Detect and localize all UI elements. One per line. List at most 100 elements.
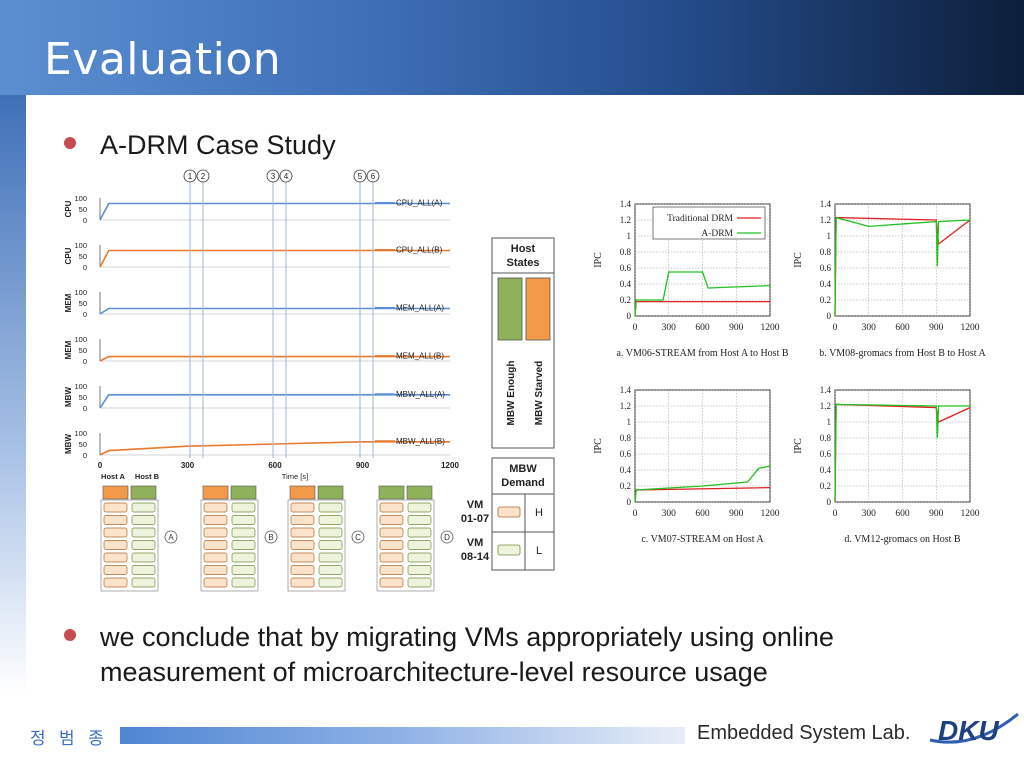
y-tick-label: 0	[827, 311, 832, 321]
x-tick-label: 900	[729, 509, 744, 519]
x-tick-label: 300	[662, 323, 677, 333]
vm-slot-high	[103, 540, 128, 550]
x-tick-label: 600	[268, 461, 282, 470]
logo-text: DKU	[938, 715, 999, 746]
y-tick-label: 0.4	[820, 279, 832, 289]
host-a-state	[102, 485, 129, 500]
bullet-text: A-DRM Case Study	[100, 130, 336, 160]
x-tick-label: 1200	[761, 509, 780, 519]
marker-circle-icon	[183, 169, 197, 183]
y-tick-label: 0	[627, 311, 632, 321]
vm-slot-high	[290, 502, 315, 513]
y-tick-label: 0.8	[820, 433, 832, 443]
vm-slot-low	[231, 552, 256, 563]
host-frame	[200, 499, 259, 592]
y-axis-label: IPC	[593, 438, 604, 454]
vm-slot-low	[318, 515, 343, 525]
vm-slot-high	[290, 552, 315, 563]
y-tick-label: 1.2	[820, 215, 831, 225]
host-frame	[287, 499, 346, 592]
x-tick-label: 0	[833, 323, 838, 333]
host-label: Host B	[135, 472, 160, 481]
y-axis-label: IPC	[593, 252, 604, 268]
host-frame	[100, 499, 159, 592]
host-states-title: States	[506, 257, 539, 269]
series-label: MEM_ALL(A)	[396, 304, 444, 313]
y-tick-label: 50	[79, 440, 87, 449]
series-line	[99, 307, 450, 315]
phase-circle-icon	[351, 530, 365, 544]
host-state-label: MBW Enough	[506, 361, 517, 426]
footer-author: 정 범 종	[30, 729, 108, 749]
vm-slot-low	[318, 565, 343, 575]
mbw-starved-swatch	[525, 277, 551, 341]
y-tick-label: 0	[83, 263, 87, 272]
y-tick-label: 0.4	[620, 279, 632, 289]
y-tick-label: 0.2	[820, 481, 831, 491]
vm-slot-low	[131, 577, 156, 588]
y-tick-label: 50	[79, 346, 87, 355]
series-line	[99, 202, 450, 221]
x-tick-label: 600	[895, 323, 910, 333]
x-tick-label: 300	[862, 509, 877, 519]
vm-slot-high	[203, 565, 228, 575]
marker-circle-icon	[366, 169, 380, 183]
vm-slot-high	[203, 527, 228, 538]
host-label: Host A	[101, 472, 125, 481]
y-tick-label: 50	[79, 252, 87, 261]
panel-ylabel: MEM	[64, 340, 73, 359]
series-line	[99, 440, 450, 456]
phase-label: D	[444, 533, 450, 542]
vm-slot-low	[318, 577, 343, 588]
y-tick-label: 50	[79, 205, 87, 214]
bullet-item: we conclude that by migrating VMs approp…	[64, 620, 920, 690]
phase-circle-icon	[440, 530, 454, 544]
vm-group-label: VM	[467, 537, 484, 549]
vm-slot-high	[103, 502, 128, 513]
y-tick-label: 50	[79, 393, 87, 402]
vm-slot-low	[131, 552, 156, 563]
side-accent-bar	[0, 95, 26, 695]
series-label: MEM_ALL(B)	[396, 352, 444, 361]
case-study-figure: CPU100500CPU_ALL(A)CPU100500CPU_ALL(B)ME…	[64, 169, 987, 592]
panel-caption: a. VM06-STREAM from Host A to Host B	[616, 348, 788, 359]
marker-circle-icon	[196, 169, 210, 183]
vm-slot-high	[379, 515, 404, 525]
x-tick-label: 1200	[761, 323, 780, 333]
legend-box	[652, 206, 766, 240]
y-tick-label: 1.4	[620, 199, 632, 209]
x-tick-label: 1200	[961, 509, 980, 519]
panel-ylabel: CPU	[64, 200, 73, 217]
vm-slot-low	[131, 540, 156, 550]
vm-slot-low	[318, 527, 343, 538]
vm-slot-low	[231, 527, 256, 538]
vm-slot-low	[231, 502, 256, 513]
x-tick-label: 300	[181, 461, 195, 470]
y-tick-label: 0.2	[620, 295, 631, 305]
vm-slot-high	[290, 515, 315, 525]
panel-ylabel: MEM	[64, 293, 73, 312]
y-tick-label: 0.2	[620, 481, 631, 491]
phase-label: B	[268, 533, 273, 542]
x-tick-label: 600	[695, 323, 710, 333]
vm-slot-low	[131, 565, 156, 575]
vm-slot-low	[131, 515, 156, 525]
bullet-item: A-DRM Case Study	[64, 128, 336, 163]
mbw-demand-title: MBW	[509, 463, 537, 475]
phase-circle-icon	[164, 530, 178, 544]
y-tick-label: 0.8	[620, 247, 632, 257]
panel-ylabel: CPU	[64, 247, 73, 264]
y-tick-label: 1.4	[820, 199, 832, 209]
host-b-state	[406, 485, 433, 500]
host-b-state	[317, 485, 344, 500]
ipc-series-line	[834, 403, 970, 503]
mbw-demand-title: Demand	[501, 477, 544, 489]
host-a-state	[289, 485, 316, 500]
y-tick-label: 0	[827, 497, 832, 507]
vm-slot-low	[231, 540, 256, 550]
phase-circle-icon	[264, 530, 278, 544]
marker-label: 4	[284, 172, 289, 181]
title-bar	[0, 0, 1024, 95]
y-tick-label: 1.2	[820, 401, 831, 411]
